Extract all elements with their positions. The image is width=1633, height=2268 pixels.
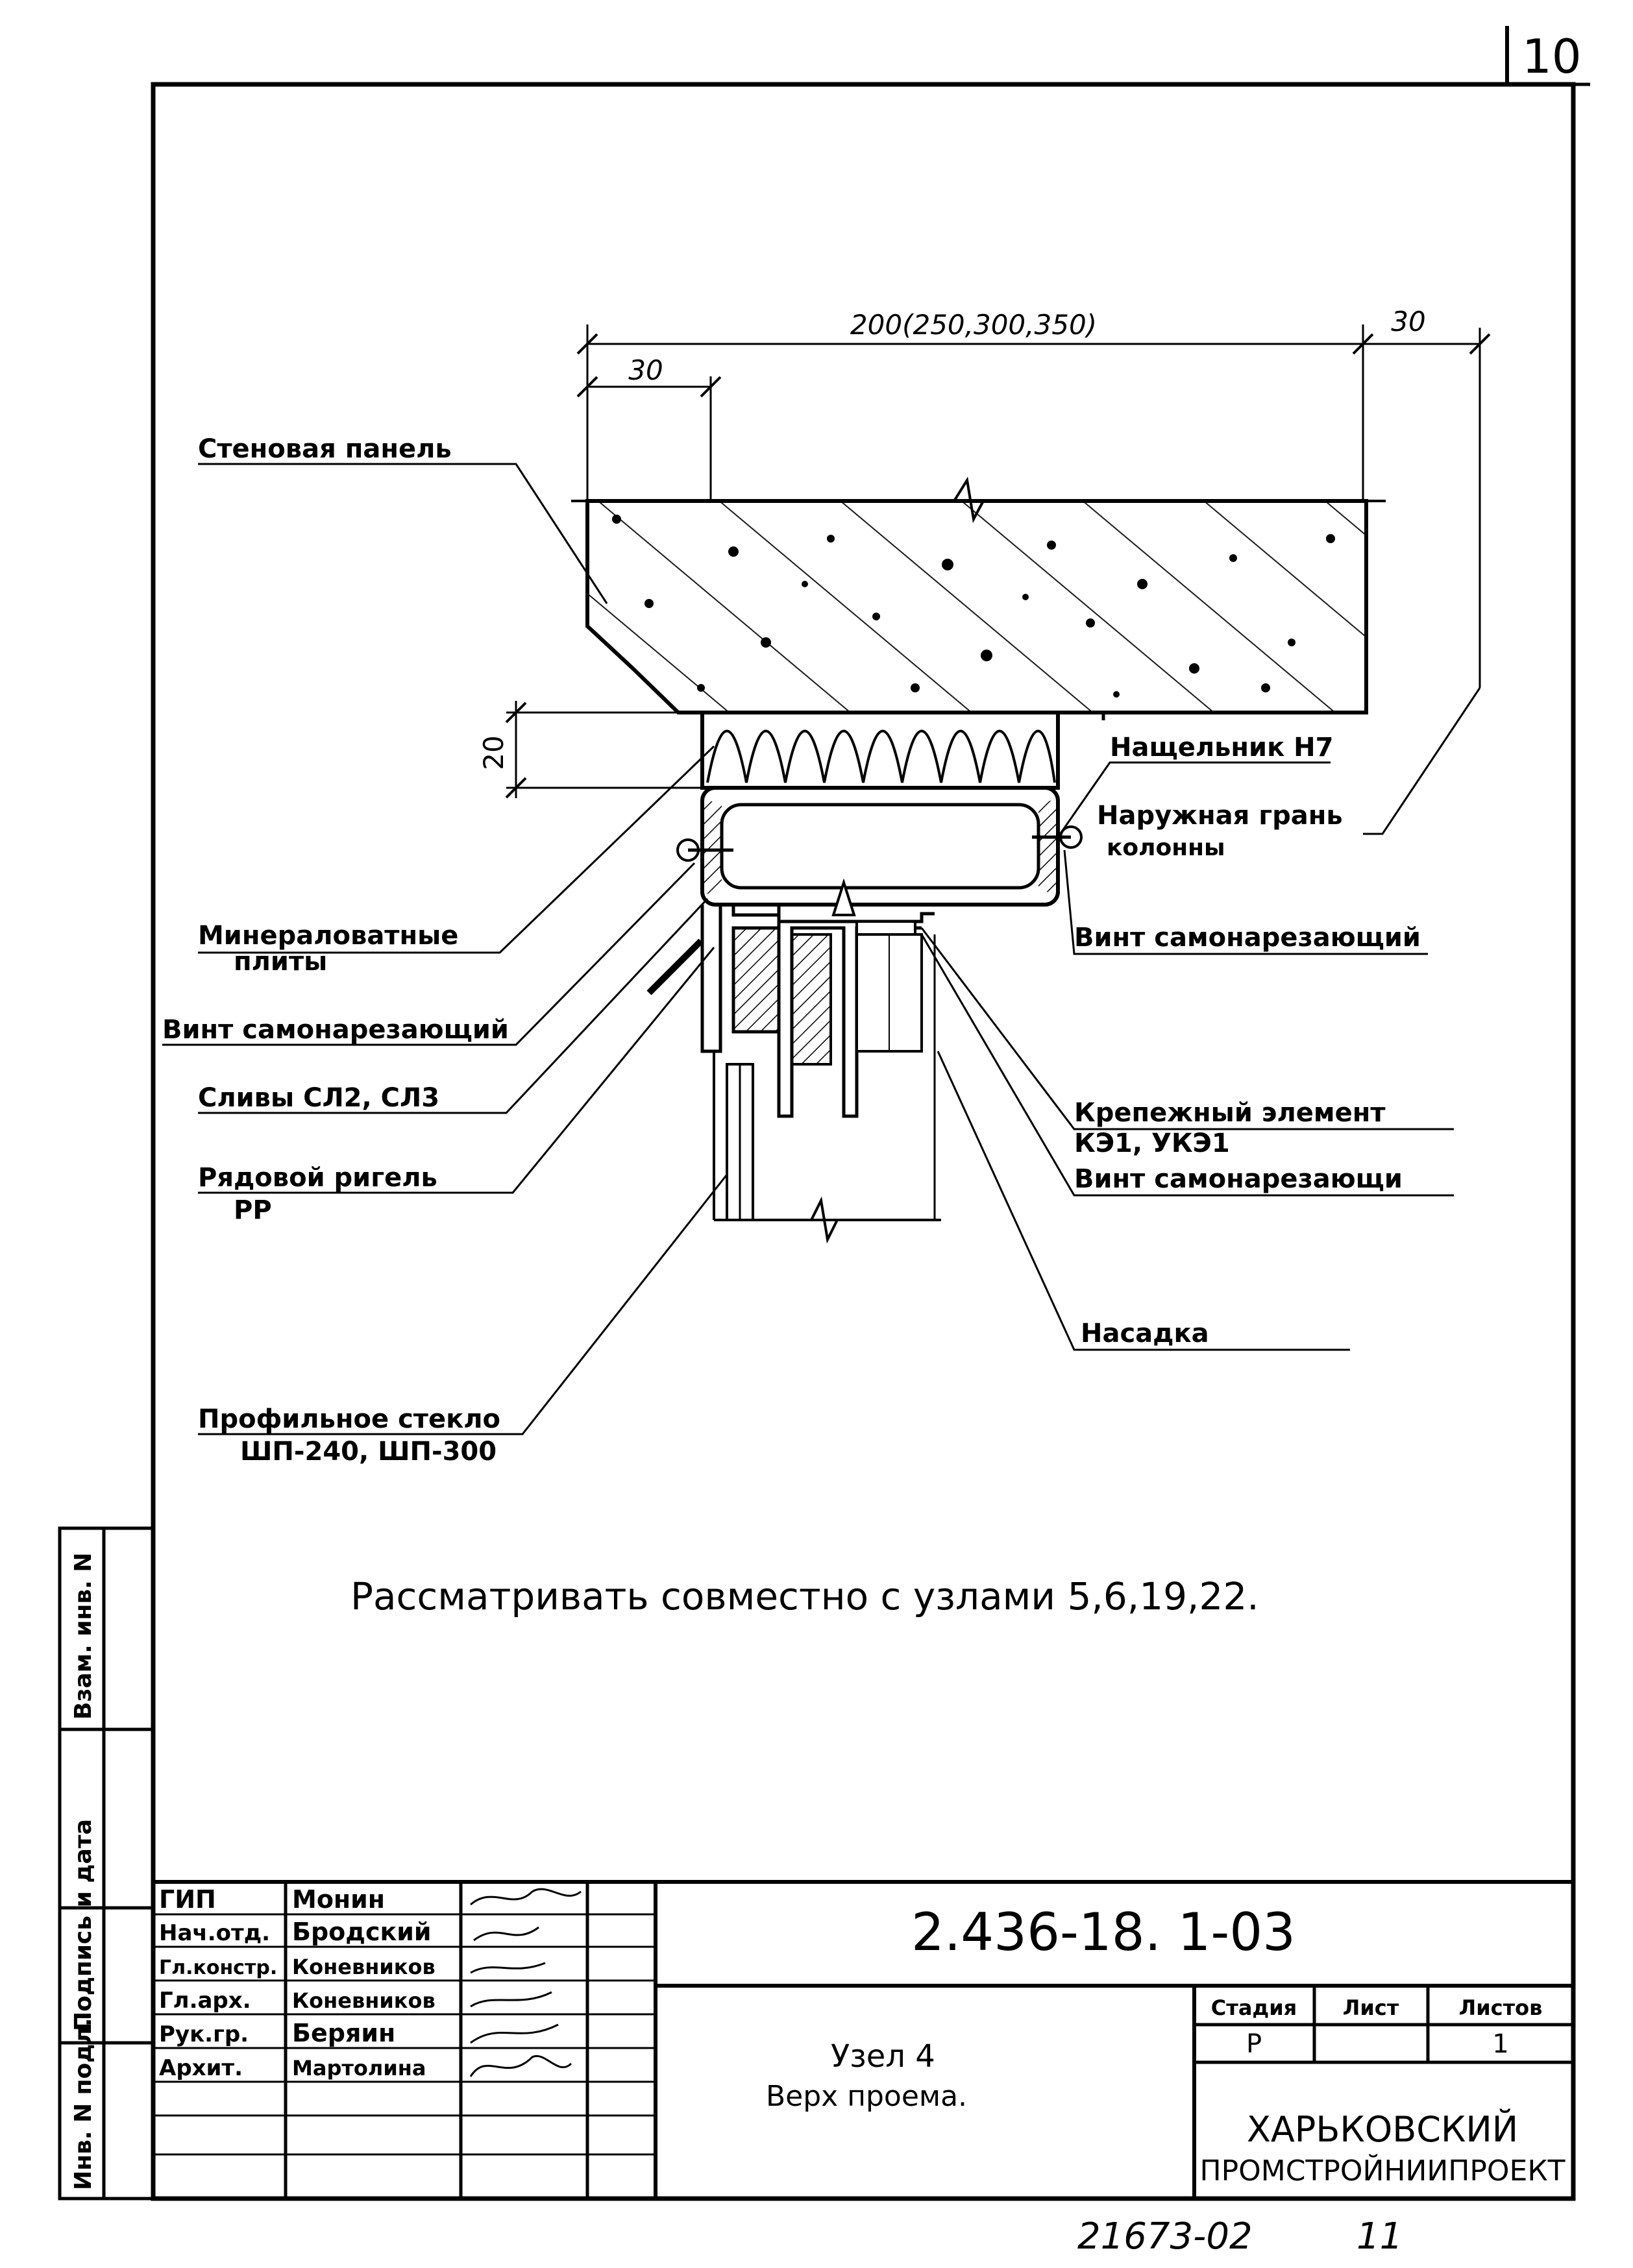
staff-role: Гл.арх. <box>159 1988 251 2014</box>
staff-role: Гл.констр. <box>159 1957 277 1979</box>
dim-overall: 200(250,300,350) <box>850 309 1097 341</box>
staff-role: Рук.гр. <box>159 2021 249 2047</box>
staff-name: Беряин <box>292 2019 395 2047</box>
callout-column-face-2: колонны <box>1107 835 1225 861</box>
callout-screw-right: Винт самонарезающий <box>1074 923 1421 953</box>
stamp-sign-date: Подпись и дата <box>70 1819 97 2031</box>
archive-number: 21673-02 <box>1077 2215 1253 2258</box>
organization-line2: ПРОМСТРОЙНИИПРОЕКТ <box>1200 2153 1565 2188</box>
callout-cap: Насадка <box>1081 1319 1209 1348</box>
callout-fastener-2: КЭ1, УКЭ1 <box>1074 1128 1230 1158</box>
title-block: ГИП Монин Нач.отд. Бродский Гл.констр. К… <box>153 1880 1573 2199</box>
sheets-header: Листов <box>1459 1995 1543 2020</box>
side-stamp: Инв. N подл. Подпись и дата Взам. инв. N <box>58 1526 155 2201</box>
leader-lines <box>162 463 1481 1435</box>
callout-screw-left: Винт самонарезающий <box>162 1015 509 1045</box>
designation: 2.436-18. 1-03 <box>911 1902 1295 1962</box>
mineral-wool-section <box>700 711 1060 790</box>
callout-column-face: Наружная грань <box>1097 801 1343 831</box>
callout-mineral-wool-2: плиты <box>234 947 327 977</box>
dim-insulation: 20 <box>478 735 510 770</box>
stamp-inv-podl: Инв. N подл. <box>70 2018 97 2190</box>
staff-name: Бродский <box>292 1918 432 1946</box>
sheet-header: Лист <box>1343 1995 1399 2020</box>
stage-header: Стадия <box>1211 1995 1297 2020</box>
sheet-border <box>151 82 1576 2201</box>
sheet-title-line2: Верх проема. <box>766 2080 967 2113</box>
callout-glass-2: ШП-240, ШП-300 <box>240 1437 497 1467</box>
dim-edge-right: 30 <box>1391 306 1425 337</box>
staff-role: Нач.отд. <box>159 1920 270 1946</box>
callout-wall-panel: Стеновая панель <box>198 434 452 464</box>
sheet-title-line1: Узел 4 <box>831 2038 935 2075</box>
staff-name: Монин <box>292 1885 385 1914</box>
page-number: 10 <box>1522 29 1582 84</box>
stamp-vzam-inv: Взам. инв. N <box>70 1552 97 1720</box>
archive-sheet: 11 <box>1357 2215 1403 2258</box>
callout-mineral-wool: Минераловатные <box>198 921 458 951</box>
callout-transom-2: РР <box>234 1195 272 1225</box>
signatures <box>469 1888 582 2077</box>
staff-role: ГИП <box>159 1885 216 1914</box>
callouts: Стеновая панель Минераловатные плиты Вин… <box>162 434 1421 1467</box>
sheets-value: 1 <box>1492 2029 1508 2059</box>
callout-fastener: Крепежный элемент <box>1074 1098 1386 1128</box>
note-text: Рассматривать совместно с узлами 5,6,19,… <box>350 1574 1259 1618</box>
organization-line1: ХАРЬКОВСКИЙ <box>1247 2109 1518 2150</box>
callout-screw-right-2: Винт самонарезающи <box>1074 1164 1403 1194</box>
callout-batten: Нащельник Н7 <box>1110 733 1333 762</box>
page-number-box: 10 <box>1505 26 1590 86</box>
callout-transom: Рядовой ригель <box>198 1163 437 1193</box>
dim-edge-left: 30 <box>628 354 663 386</box>
staff-rows: ГИП Монин Нач.отд. Бродский Гл.констр. К… <box>159 1885 436 2081</box>
staff-name: Мартолина <box>292 2056 426 2080</box>
callout-glass: Профильное стекло <box>198 1404 500 1434</box>
staff-name: Коневников <box>292 1955 436 1979</box>
callout-flashing: Сливы СЛ2, СЛ3 <box>198 1083 439 1113</box>
detail-drawing: 200(250,300,350) 30 30 20 <box>162 306 1491 1435</box>
stage-value: Р <box>1246 2029 1262 2059</box>
staff-name: Коневников <box>292 1988 436 2013</box>
staff-role: Архит. <box>159 2055 243 2081</box>
